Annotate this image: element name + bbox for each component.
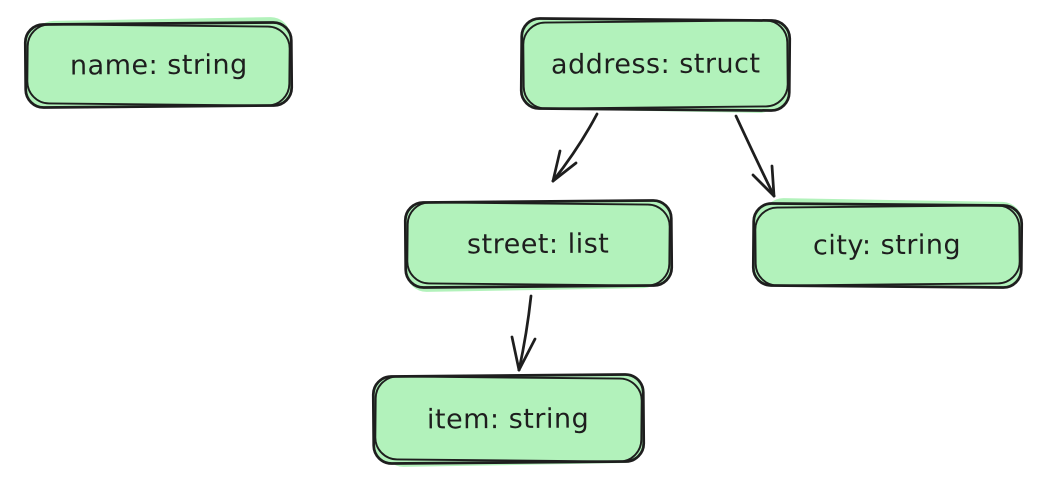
node-label: address: struct	[550, 48, 761, 81]
arrow-address-to-street[interactable]	[551, 112, 599, 183]
node-shape	[371, 373, 646, 467]
node-label: street: list	[467, 228, 610, 260]
node-address[interactable]: address: struct	[518, 16, 793, 113]
node-shape	[519, 17, 792, 113]
node-item[interactable]: item: string	[370, 372, 647, 467]
node-label: item: string	[427, 403, 590, 435]
node-shape	[23, 17, 294, 109]
arrow-street-to-item[interactable]	[510, 294, 537, 372]
node-name[interactable]: name: string	[22, 17, 295, 110]
node-shape	[751, 198, 1024, 289]
node-label: city: string	[813, 229, 962, 262]
node-street[interactable]: street: list	[402, 198, 675, 292]
node-city[interactable]: city: string	[750, 198, 1025, 290]
node-shape	[403, 199, 674, 292]
arrow-address-to-city[interactable]	[734, 114, 776, 198]
node-label: name: string	[69, 49, 248, 81]
